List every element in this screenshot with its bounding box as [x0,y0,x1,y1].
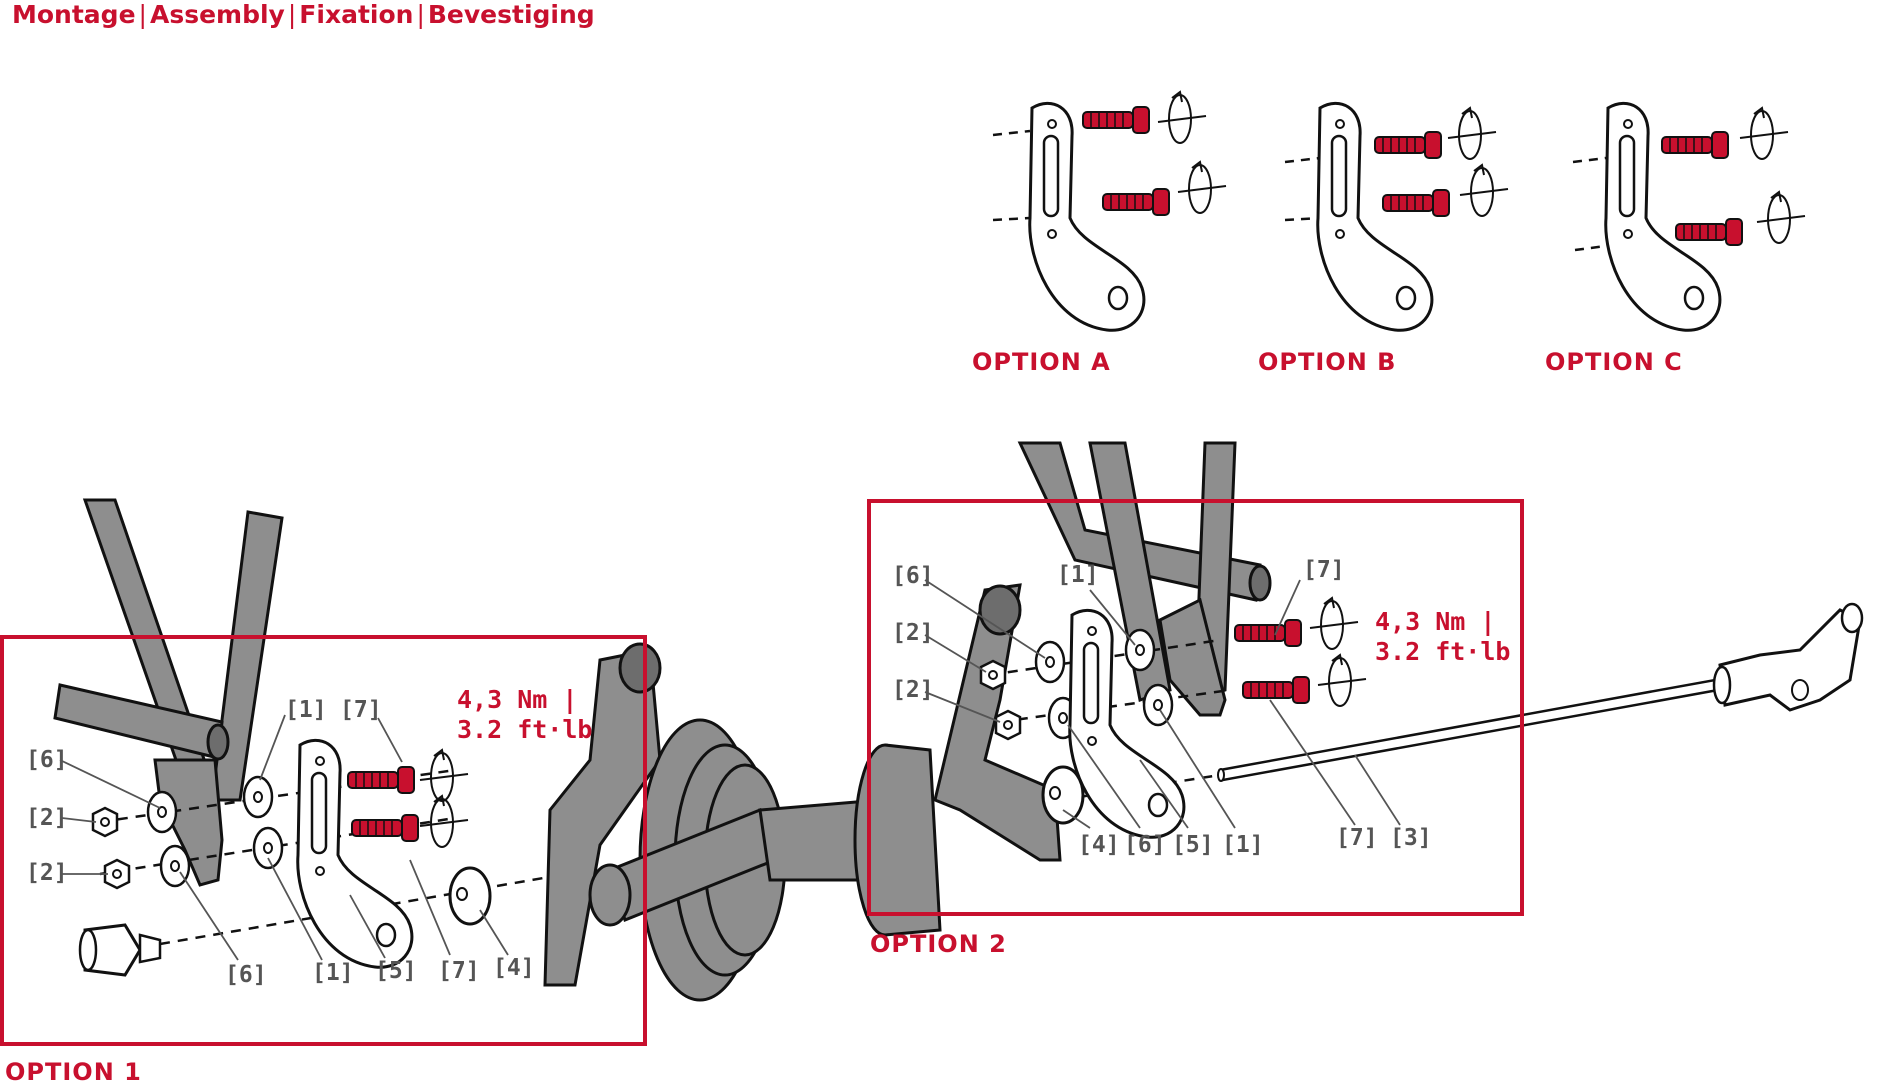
part-label-1: [1] [285,697,327,723]
part-label-7: [7] [340,697,382,723]
option-c-label: OPTION C [1545,348,1683,376]
hub-and-cassette [543,642,942,1002]
page-header: Montage|Assembly|Fixation|Bevestiging [12,0,595,29]
option-1-torque: 4,3 Nm | 3.2 ft·lb [457,685,592,745]
header-assembly: Assembly [149,0,285,29]
option-1-frame [0,635,647,1046]
part-label-7: [7] [1336,825,1378,851]
option-a-label: OPTION A [972,348,1111,376]
option-b-label: OPTION B [1258,348,1397,376]
part-label-6: [6] [892,563,934,589]
option-2-label: OPTION 2 [870,930,1007,958]
part-label-7: [7] [1303,557,1345,583]
header-montage: Montage [12,0,136,29]
part-label-7: [7] [438,958,480,984]
option-2-frame [867,499,1524,916]
part-label-5: [5] [375,958,417,984]
option-2-leaders [924,579,1401,829]
part-label-1: [1] [1222,832,1264,858]
option-a-illustration [992,91,1227,332]
part-label-6: [6] [26,747,68,773]
header-bevestiging: Bevestiging [427,0,595,29]
option-1-label: OPTION 1 [5,1058,142,1086]
option-1-illustration [53,498,556,977]
part-label-6: [6] [225,962,267,988]
part-label-1: [1] [312,960,354,986]
option-2-illustration [933,441,1864,862]
header-fixation: Fixation [299,0,414,29]
part-label-6: [6] [1124,832,1166,858]
option-2-torque: 4,3 Nm | 3.2 ft·lb [1375,607,1510,667]
option-c-illustration [1572,101,1806,332]
part-label-2: [2] [26,805,68,831]
torque-nm: 4,3 Nm | [1375,607,1496,636]
header-separator: | [138,0,147,29]
option-b-illustration [1284,101,1509,332]
part-label-2: [2] [26,860,68,886]
torque-ftlb: 3.2 ft·lb [457,715,593,744]
part-label-5: [5] [1172,832,1214,858]
part-label-2: [2] [892,620,934,646]
part-label-3: [3] [1390,825,1432,851]
part-label-1: [1] [1057,562,1099,588]
torque-nm: 4,3 Nm | [457,685,578,714]
part-label-4: [4] [493,955,535,981]
header-separator: | [416,0,425,29]
option-1-leaders [59,714,509,961]
part-label-2: [2] [892,677,934,703]
part-label-4: [4] [1078,832,1120,858]
torque-ftlb: 3.2 ft·lb [1375,637,1511,666]
header-separator: | [287,0,297,29]
